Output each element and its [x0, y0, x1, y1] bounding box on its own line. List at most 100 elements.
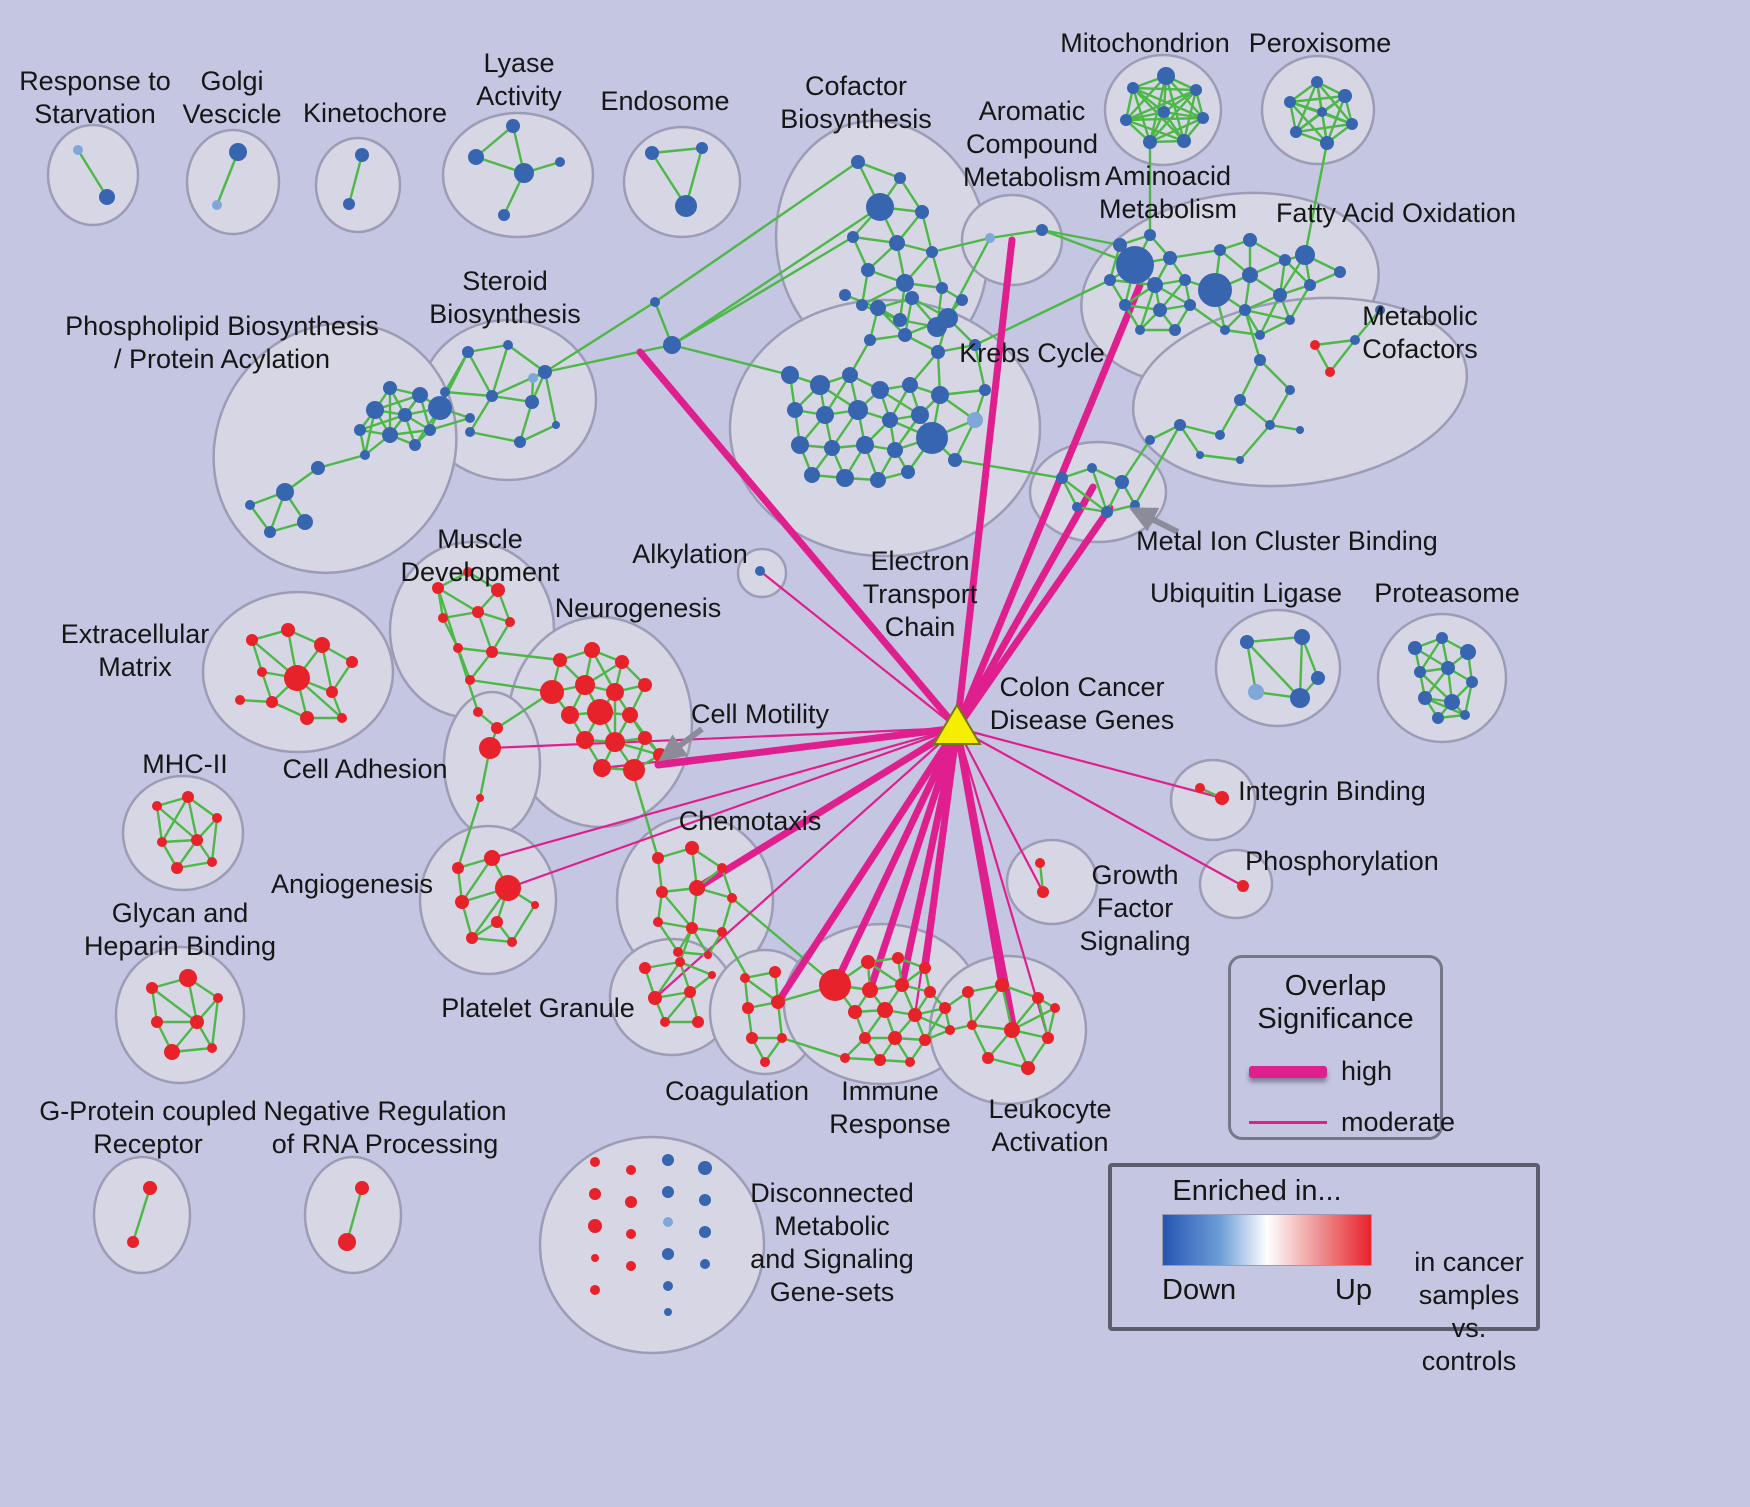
legend-overlap-title-line2: Significance: [1257, 1003, 1414, 1035]
inter-cluster-edge: [456, 797, 482, 869]
edge-mitochondrion: [1163, 89, 1197, 113]
gene-set-node-steroid-biosynthesis: [462, 346, 474, 358]
edge-mitochondrion: [1132, 87, 1185, 142]
cluster-region-endosome: [622, 125, 742, 239]
gene-set-node-phospholipid-biosynthesis: [245, 500, 255, 510]
gene-set-node-cell-adhesion: [473, 707, 483, 717]
gene-set-node-coagulation: [742, 1002, 754, 1014]
high-significance-label: high: [1341, 1056, 1393, 1086]
cluster-region-growth-factor-signaling: [1005, 838, 1099, 926]
gene-set-node-aminoacid-metabolism: [1104, 274, 1116, 286]
edge-extracellular-matrix: [331, 661, 353, 693]
inter-cluster-edge: [671, 343, 791, 377]
gene-set-node-cofactor-biosynthesis: [861, 263, 875, 277]
overlap-edge-high: [953, 504, 1114, 732]
gene-set-node-g-protein-coupled-receptor: [143, 1181, 157, 1195]
gene-set-node-chemotaxis: [727, 893, 737, 903]
label-glycan-heparin-binding: Heparin Binding: [84, 931, 276, 961]
cluster-region-golgi-vescicle: [185, 128, 281, 236]
gene-set-node-extracellular-matrix: [326, 686, 338, 698]
edge-mhc-ii: [160, 796, 190, 843]
gene-set-node-leukocyte-activation: [967, 1020, 977, 1030]
legend-row-high: high: [1249, 1056, 1440, 1087]
label-negative-regulation-rna: of RNA Processing: [272, 1129, 499, 1159]
moderate-significance-line-sample: [1249, 1121, 1327, 1124]
gene-set-node-extracellular-matrix: [281, 623, 295, 637]
edge-steroid-biosynthesis: [543, 371, 558, 426]
overlap-edge-moderate: [491, 726, 958, 860]
gene-set-node-golgi-vescicle: [212, 200, 222, 210]
gene-set-node-angiogenesis: [455, 895, 469, 909]
gene-set-node-glycan-heparin-binding: [190, 1015, 204, 1029]
label-coagulation: Coagulation: [665, 1076, 809, 1106]
gene-set-node-leukocyte-activation: [1021, 1061, 1035, 1075]
label-phosphorylation: Phosphorylation: [1245, 846, 1439, 876]
gene-set-node-electron-transport-chain: [864, 334, 876, 346]
gene-set-node-disconnected-gene-sets: [626, 1261, 636, 1271]
gene-set-node-mitochondrion: [1197, 112, 1209, 124]
overlap-edge-high: [774, 724, 961, 1006]
edge-mhc-ii: [156, 805, 198, 841]
label-peroxisome: Peroxisome: [1249, 28, 1392, 58]
gene-set-node-cofactor-biosynthesis: [856, 299, 868, 311]
edge-platelet-granule: [664, 991, 691, 1023]
label-phospholipid-biosynthesis: / Protein Acylation: [114, 344, 330, 374]
gene-set-node-aminoacid-metabolism: [1113, 238, 1127, 252]
gene-set-node-steroid-biosynthesis: [525, 395, 539, 409]
edge-response-to-starvation: [76, 149, 109, 198]
disease-genes-triangle: [932, 703, 982, 745]
gene-set-node-phospholipid-biosynthesis: [428, 396, 452, 420]
label-fatty-acid-oxidation: Fatty Acid Oxidation: [1276, 198, 1516, 228]
edge-metabolic-cofactors: [1179, 423, 1221, 437]
gene-set-node-muscle-development: [432, 582, 444, 594]
enrichment-up-label: Up: [1334, 1274, 1372, 1306]
gene-set-node-fatty-acid-oxidation: [1304, 279, 1316, 291]
gene-set-node-electron-transport-chain: [967, 412, 983, 428]
gene-set-node-cofactor-biosynthesis: [894, 172, 906, 184]
gene-set-node-extracellular-matrix: [314, 637, 330, 653]
gene-set-node-glycan-heparin-binding: [207, 1043, 217, 1053]
gene-set-node-chemotaxis: [686, 922, 698, 934]
gene-set-node-extracellular-matrix: [235, 695, 245, 705]
inter-cluster-edge: [671, 235, 854, 347]
gene-set-node-electron-transport-chain: [839, 289, 851, 301]
gene-set-node-disconnected-gene-sets: [588, 1219, 602, 1233]
inter-cluster-edge: [1121, 439, 1151, 483]
label-leukocyte-activation: Activation: [991, 1127, 1108, 1157]
gene-set-node-neurogenesis: [623, 759, 645, 781]
gene-set-node-fatty-acid-oxidation: [1220, 325, 1230, 335]
gene-set-node-kinetochore: [343, 198, 355, 210]
gene-set-node-electron-transport-chain: [938, 308, 958, 328]
gene-set-node-peroxisome: [1338, 89, 1352, 103]
edge-ubiquitin-ligase: [1298, 636, 1304, 699]
edge-angiogenesis: [461, 857, 493, 903]
gene-set-node-metabolic-cofactors: [1145, 435, 1155, 445]
overlap-edge-moderate: [489, 726, 958, 750]
gene-set-node-steroid-biosynthesis: [440, 387, 450, 397]
overlap-edge-moderate: [956, 727, 1044, 893]
edge-phospholipid-biosynthesis: [429, 416, 471, 432]
label-extracellular-matrix: Matrix: [98, 652, 172, 682]
gene-set-node-cofactor-biosynthesis: [893, 313, 907, 327]
edge-mitochondrion: [1164, 75, 1186, 142]
gene-set-node-leukocyte-activation: [982, 1052, 994, 1064]
gene-set-node-platelet-granule: [648, 991, 662, 1005]
gene-set-node-neurogenesis: [606, 683, 624, 701]
gene-set-node-metal-ion-cluster-binding: [1087, 463, 1097, 473]
edge-chemotaxis: [720, 897, 734, 933]
gene-set-node-disconnected-gene-sets: [699, 1194, 711, 1206]
gene-set-node-proteasome: [1460, 710, 1470, 720]
gene-set-node-muscle-development: [505, 617, 515, 627]
gene-set-node-fatty-acid-oxidation: [1279, 254, 1291, 266]
gene-set-node-neurogenesis: [553, 653, 567, 667]
inter-cluster-edge: [954, 458, 1063, 480]
gene-set-node-extracellular-matrix: [246, 634, 258, 646]
gene-set-node-phospholipid-biosynthesis: [264, 526, 276, 538]
edge-ubiquitin-ligase: [1246, 635, 1303, 644]
gene-set-node-cofactor-biosynthesis: [956, 294, 968, 306]
gene-set-node-electron-transport-chain: [824, 440, 840, 456]
overlap-edge-high: [693, 724, 961, 892]
gene-set-node-coagulation: [777, 1033, 787, 1043]
edge-metal-ion-cluster-binding: [1090, 467, 1109, 513]
overlap-edge-moderate: [759, 570, 958, 729]
